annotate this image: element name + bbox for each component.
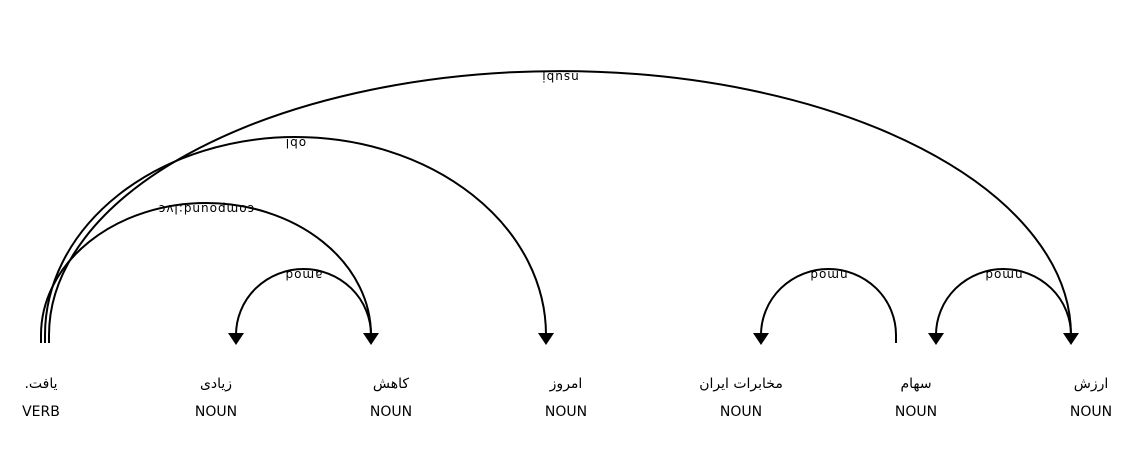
dependency-arc	[935, 268, 1072, 343]
dependency-arc	[40, 202, 372, 343]
arc-label: nmod	[984, 268, 1022, 282]
arc-arrowhead	[1063, 333, 1079, 345]
arc-label: nsubj	[541, 70, 578, 84]
token-tag: NOUN	[545, 404, 587, 420]
dependency-arc	[44, 136, 547, 343]
token-word: امروز	[549, 376, 583, 392]
token-tag: VERB	[22, 404, 60, 420]
token-word: ارزش	[1074, 376, 1109, 392]
arc-arrowhead	[228, 333, 244, 345]
arc-arrowhead	[753, 333, 769, 345]
dependency-arc	[48, 70, 1072, 343]
token-word: مخابرات ایران	[699, 376, 783, 392]
token-tag: NOUN	[720, 404, 762, 420]
token-word: سهام	[900, 376, 931, 392]
token-tag: NOUN	[370, 404, 412, 420]
tokens-layer: ارزش NOUN سهام NOUN مخابرات ایران NOUN امروز NO…	[22, 376, 1112, 420]
arcs-layer: nmod nmod amod compound:lvc obl nsubj	[40, 70, 1079, 345]
arc-arrowhead	[538, 333, 554, 345]
token-word: یافت.	[24, 376, 57, 392]
arc-arrowhead	[928, 333, 944, 345]
arc-label: nmod	[809, 268, 847, 282]
token-tag: NOUN	[195, 404, 237, 420]
dependency-arc	[235, 268, 372, 343]
arc-label: compound:lvc	[158, 202, 255, 216]
token-word: کاهش	[373, 376, 409, 392]
dependency-arc	[760, 268, 897, 343]
token-word: زیادی	[200, 376, 232, 392]
arc-label: obl	[285, 136, 306, 150]
arc-label: amod	[284, 268, 322, 282]
token-tag: NOUN	[1070, 404, 1112, 420]
arc-arrowhead	[363, 333, 379, 345]
token-tag: NOUN	[895, 404, 937, 420]
